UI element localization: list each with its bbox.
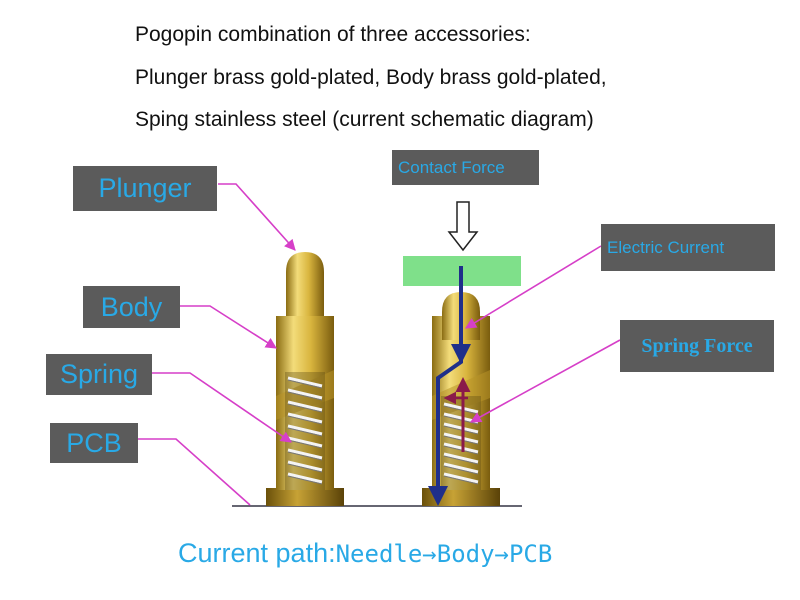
label-contact-force: Contact Force [392, 150, 539, 185]
contact-force-arrow [447, 201, 479, 252]
header-line-3: Sping stainless steel (current schematic… [135, 108, 594, 131]
leader-lines [138, 183, 621, 506]
label-pcb: PCB [50, 423, 138, 463]
spring-leader [152, 372, 292, 443]
right-pogopin [403, 201, 521, 506]
current-path-prefix: Current path: [178, 538, 336, 568]
header-line-1: Pogopin combination of three accessories… [135, 23, 531, 46]
label-body: Body [83, 286, 180, 328]
spring-force-leader [470, 339, 621, 423]
header-line-2: Plunger brass gold-plated, Body brass go… [135, 66, 607, 89]
current-path-text: Needle→Body→PCB [335, 540, 553, 568]
right-spring [443, 402, 479, 484]
label-electric-current: Electric Current [601, 224, 775, 271]
current-path-caption: Current path:Needle→Body→PCB [178, 538, 552, 569]
label-spring: Spring [46, 354, 152, 395]
left-pogopin [266, 252, 344, 506]
left-spring [287, 376, 323, 484]
body-leader [180, 305, 277, 349]
pcb-leader [138, 438, 251, 506]
left-plunger [286, 252, 324, 316]
left-pin-base [266, 488, 344, 506]
label-plunger: Plunger [73, 166, 217, 211]
right-pin-base [422, 488, 500, 506]
label-spring-force: Spring Force [620, 320, 774, 372]
plunger-leader [218, 183, 296, 251]
electric-current-leader [465, 245, 602, 329]
